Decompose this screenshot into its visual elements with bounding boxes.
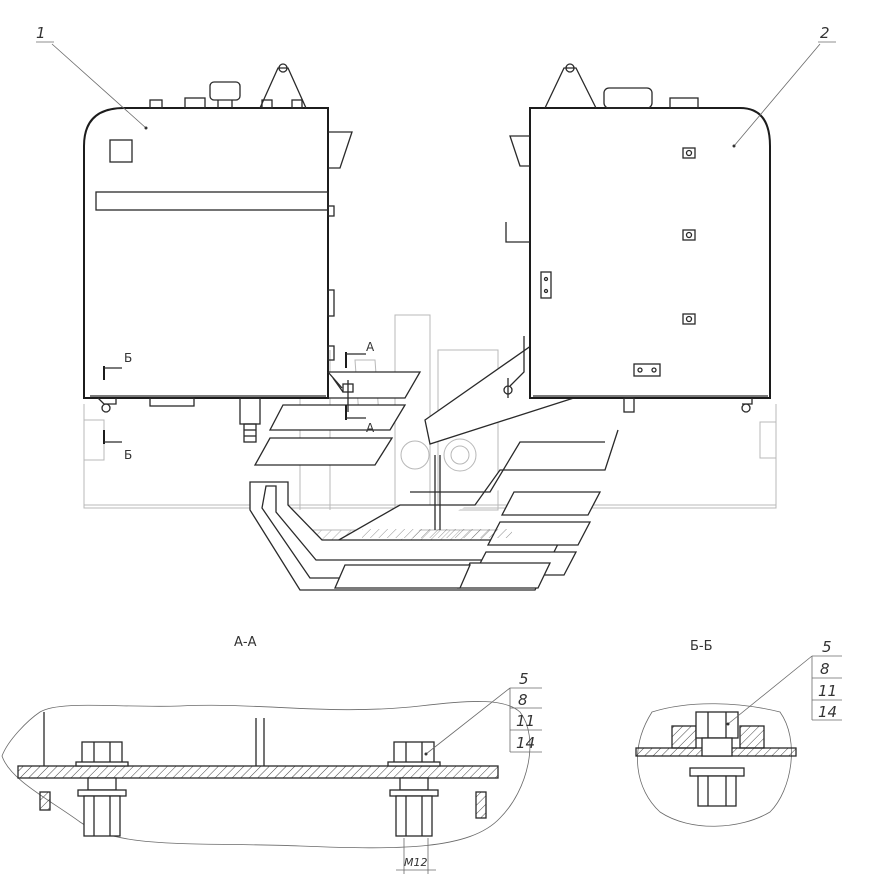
callout-1-label: 1 [36,24,46,42]
section-b-bottom-mark: Б [124,448,132,462]
section-cut-markers [103,352,366,444]
section-bb-title: Б-Б [690,639,713,654]
section-aa-title: А-А [234,635,257,650]
section-aa-detail [1,687,542,874]
aa-part-8: 8 [518,691,528,709]
section-a-bottom-mark: А [366,421,375,435]
aa-part-14: 14 [516,734,535,752]
callout-2-label: 2 [820,24,830,42]
bb-part-5: 5 [822,638,832,656]
section-b-top-mark: Б [124,351,132,365]
section-a-top-mark: А [366,340,375,354]
bb-part-11: 11 [818,682,837,700]
aa-part-5: 5 [519,670,529,688]
aa-part-11: 11 [516,712,535,730]
tank-right [503,63,771,413]
tank-left [83,63,354,443]
bb-part-14: 14 [818,703,837,721]
dimension-m12: M12 [404,856,428,869]
callout-leaders [36,41,836,148]
bb-part-8: 8 [820,660,830,678]
section-bb-detail [635,655,842,827]
